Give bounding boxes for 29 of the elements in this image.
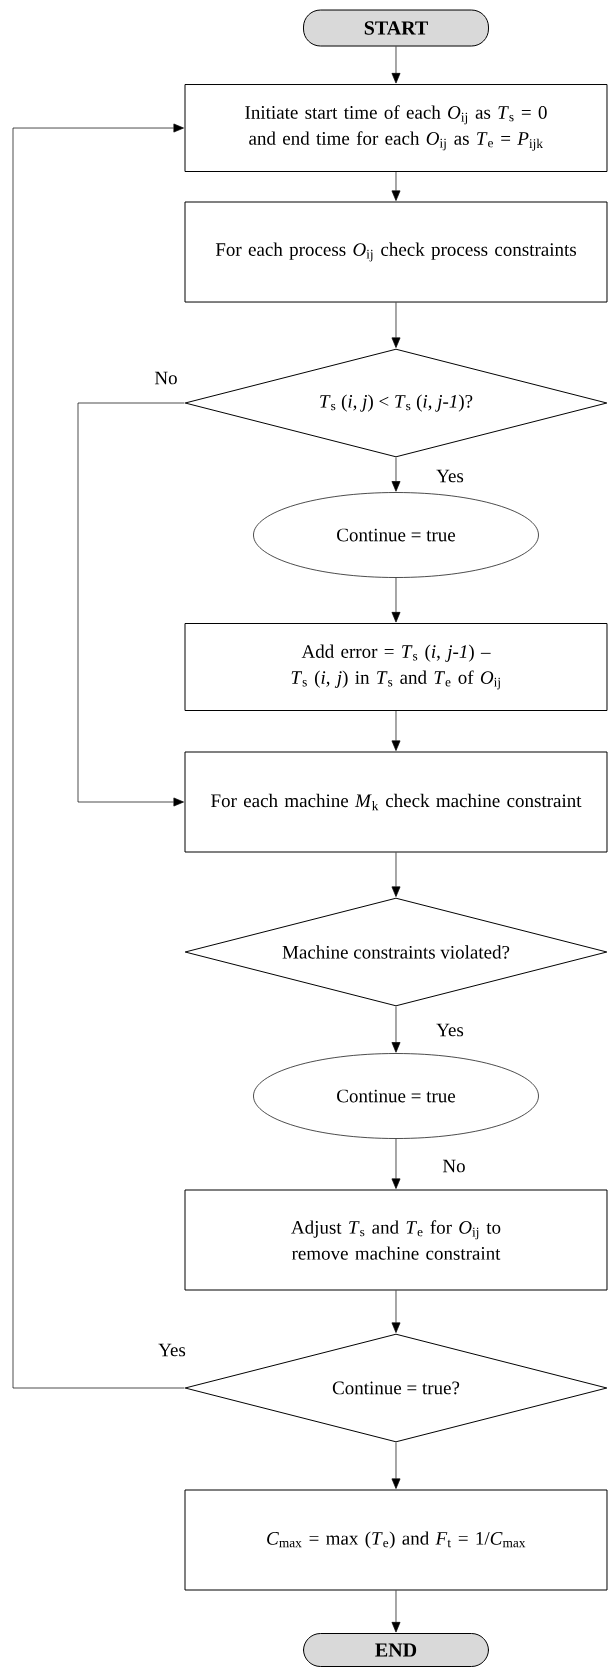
arrow bbox=[391, 1442, 401, 1489]
arrow bbox=[391, 577, 401, 623]
process-box: Add error = T$_{s}$ (i, j-1) – T$_{s}$ (i, j) in T$_{s}$ and T$_{e}$ of O$_{ij}$ bbox=[184, 623, 608, 711]
arrow bbox=[391, 302, 401, 348]
edge-label: Yes bbox=[436, 469, 464, 483]
arrow bbox=[12, 123, 185, 1389]
process-box: C$_{max}$ = max (T$_{e}$) and F$_{t}$ = 1/C$_{max}$ bbox=[184, 1489, 608, 1591]
arrow bbox=[391, 852, 401, 897]
arrow bbox=[391, 457, 401, 492]
arrow bbox=[391, 710, 401, 751]
arrow bbox=[391, 1006, 401, 1053]
process-box: Adjust T$_{s}$ and T$_{e}$ for O$_{ij}$ to remove machine constraint bbox=[184, 1189, 608, 1291]
arrow bbox=[391, 1290, 401, 1333]
edge-label: Yes bbox=[436, 1023, 464, 1037]
arrow bbox=[391, 1590, 401, 1633]
edge-label: No bbox=[154, 371, 177, 385]
process-box: Initiate start time of each O$_{ij}$ as T$_{s}$ = 0 and end time for each O$_{ij}$ as T$_{e}$ = P$_{ijk}$ bbox=[184, 84, 608, 172]
arrow bbox=[77, 402, 185, 807]
terminal-box: END bbox=[303, 1633, 489, 1667]
terminal-box: START bbox=[303, 9, 489, 47]
edge-label: Yes bbox=[158, 1343, 186, 1357]
ellipse-node: Continue = true bbox=[253, 1053, 539, 1139]
arrow bbox=[391, 171, 401, 201]
edge-label: No bbox=[442, 1159, 465, 1173]
arrow bbox=[391, 46, 401, 84]
process-box: For each process O$_{ij}$ check process constraints bbox=[184, 201, 608, 303]
process-box: For each machine M$_{k}$ check machine constraint bbox=[184, 751, 608, 853]
ellipse-node: Continue = true bbox=[253, 492, 539, 578]
arrow bbox=[391, 1138, 401, 1189]
